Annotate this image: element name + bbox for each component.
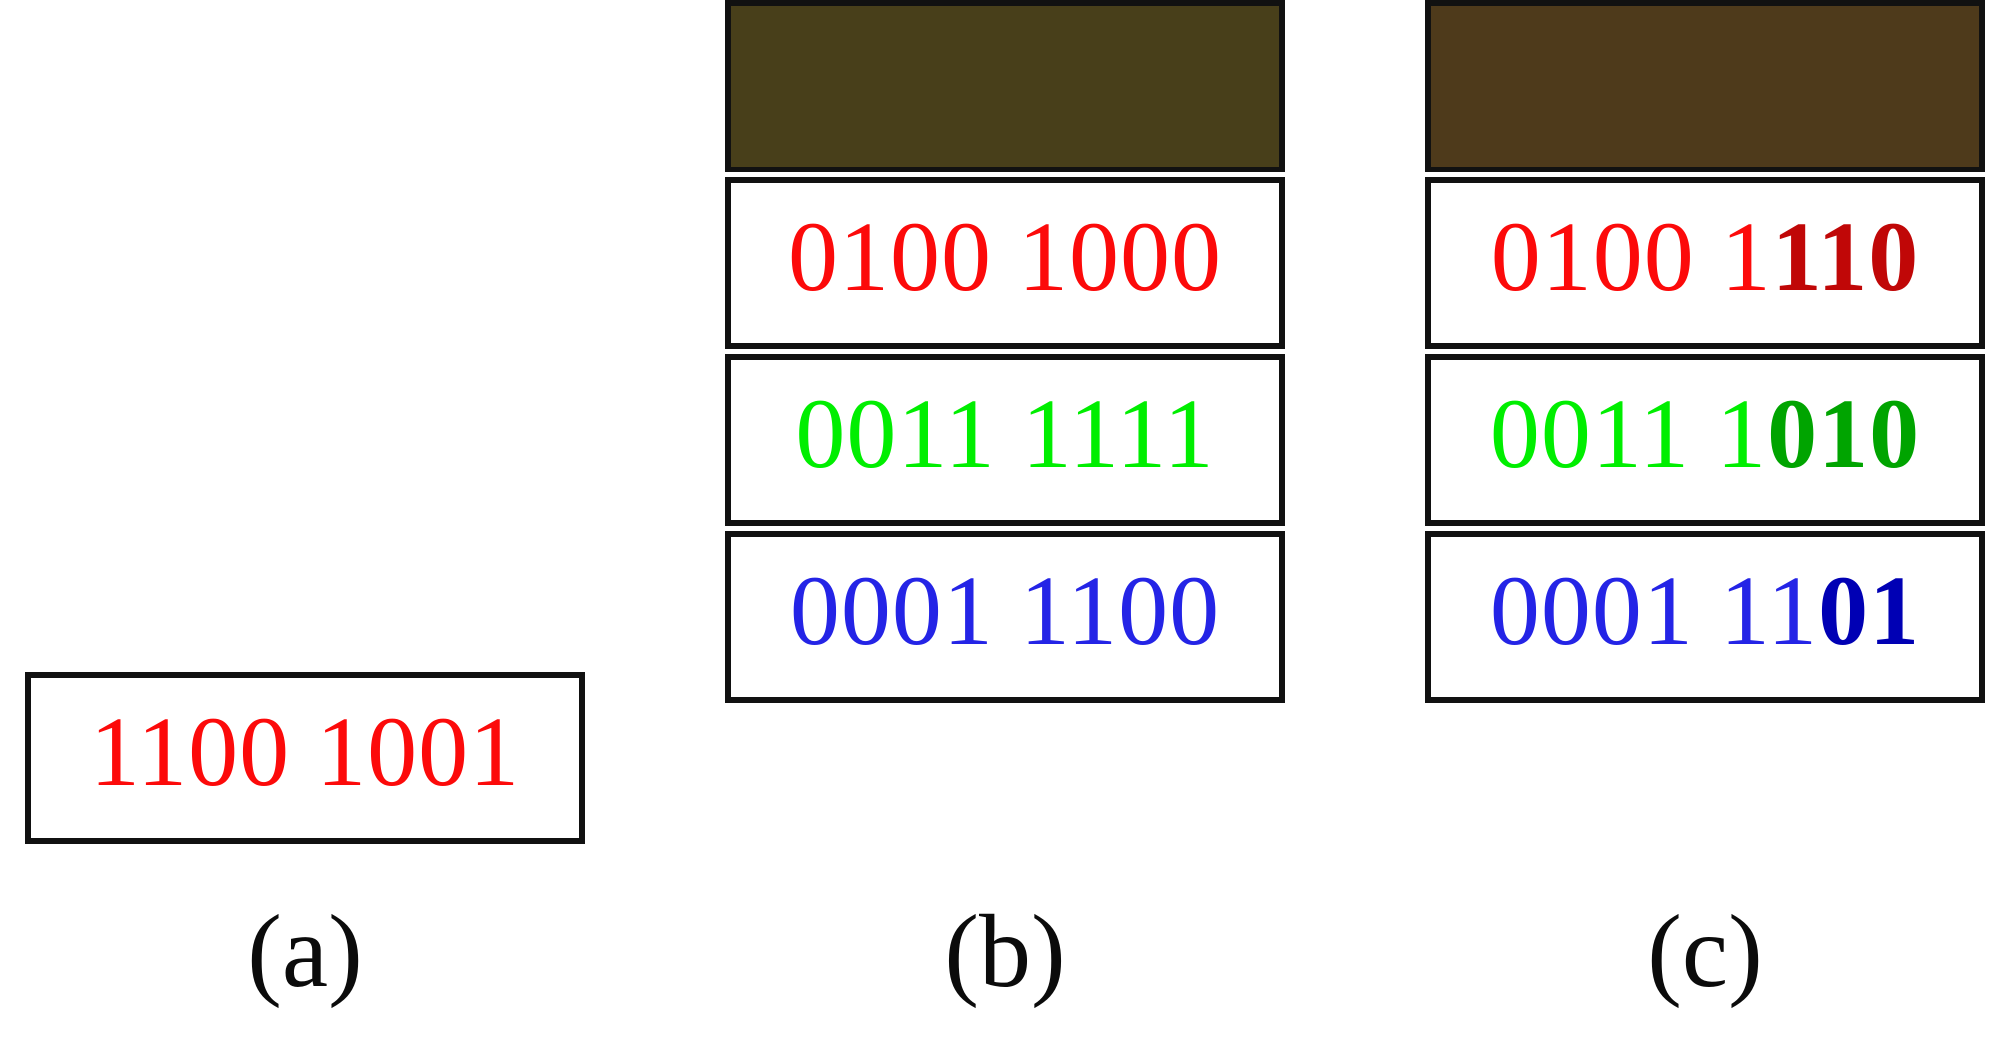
panel-b-row-red: 0100 1000: [725, 177, 1285, 349]
caption-b: (b): [944, 894, 1066, 1009]
bitstring-c-green: 0011 1010: [1490, 384, 1920, 484]
panel-a: 1100 1001: [25, 0, 585, 844]
panel-c-row-green: 0011 1010: [1425, 354, 1985, 526]
panel-a-spacer: [25, 0, 585, 672]
bitstring-a-red: 1100 1001: [90, 702, 520, 802]
bitstring-c-blue-plain: 0001 11: [1489, 555, 1819, 666]
caption-c: (c): [1647, 894, 1763, 1009]
panel-a-row-red: 1100 1001: [25, 672, 585, 844]
color-swatch-b: [725, 0, 1285, 172]
bitstring-c-green-plain: 0011 1: [1489, 378, 1768, 489]
bitstring-b-blue-plain: 0001 1100: [789, 555, 1221, 666]
bitstring-b-green-plain: 0011 1111: [795, 378, 1215, 489]
bitstring-c-blue-modified-bits: 01: [1818, 555, 1921, 666]
bitstring-c-red-plain: 0100 1: [1490, 201, 1772, 312]
bitstring-c-green-modified-bits: 010: [1767, 378, 1921, 489]
bitstring-c-red: 0100 1110: [1491, 207, 1919, 307]
panel-c: 0100 1110 0011 1010 0001 1101: [1425, 0, 1985, 703]
bitstring-a-red-plain: 1100 1001: [89, 696, 521, 807]
panel-b: 0100 1000 0011 1111 0001 1100: [725, 0, 1285, 703]
color-swatch-c: [1425, 0, 1985, 172]
bitstring-b-red-plain: 0100 1000: [788, 201, 1222, 312]
panel-c-row-blue: 0001 1101: [1425, 531, 1985, 703]
bitstring-b-blue: 0001 1100: [790, 561, 1220, 661]
bitstring-b-green: 0011 1111: [795, 384, 1214, 484]
panel-b-row-green: 0011 1111: [725, 354, 1285, 526]
bitstring-c-blue: 0001 1101: [1490, 561, 1920, 661]
panel-b-row-blue: 0001 1100: [725, 531, 1285, 703]
bitstring-c-red-modified-bits: 110: [1771, 201, 1920, 312]
panel-c-row-red: 0100 1110: [1425, 177, 1985, 349]
caption-a: (a): [247, 894, 363, 1009]
bitstring-b-red: 0100 1000: [788, 207, 1222, 307]
